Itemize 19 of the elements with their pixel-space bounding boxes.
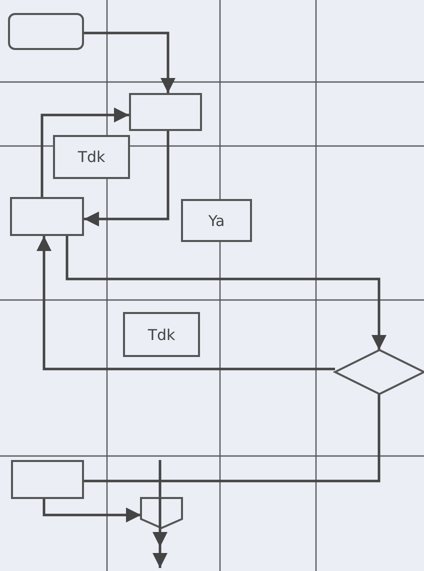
process-box (123, 312, 200, 357)
box-label: Tdk (148, 326, 176, 344)
process-box (181, 199, 252, 242)
process-box (11, 460, 84, 499)
arrow (152, 528, 168, 568)
arrow (36, 236, 335, 370)
arrow (84, 32, 176, 93)
arrow (84, 131, 170, 226)
box-label: Tdk (78, 148, 106, 166)
process-box (8, 13, 84, 50)
off-page-connector (141, 498, 182, 528)
process-box (129, 93, 202, 131)
decision-diamond (335, 350, 424, 394)
arrow (42, 499, 141, 522)
arrow (40, 108, 129, 197)
arrow (66, 236, 386, 350)
process-box (10, 197, 84, 236)
process-box (53, 135, 130, 179)
box-label: Ya (208, 212, 225, 230)
